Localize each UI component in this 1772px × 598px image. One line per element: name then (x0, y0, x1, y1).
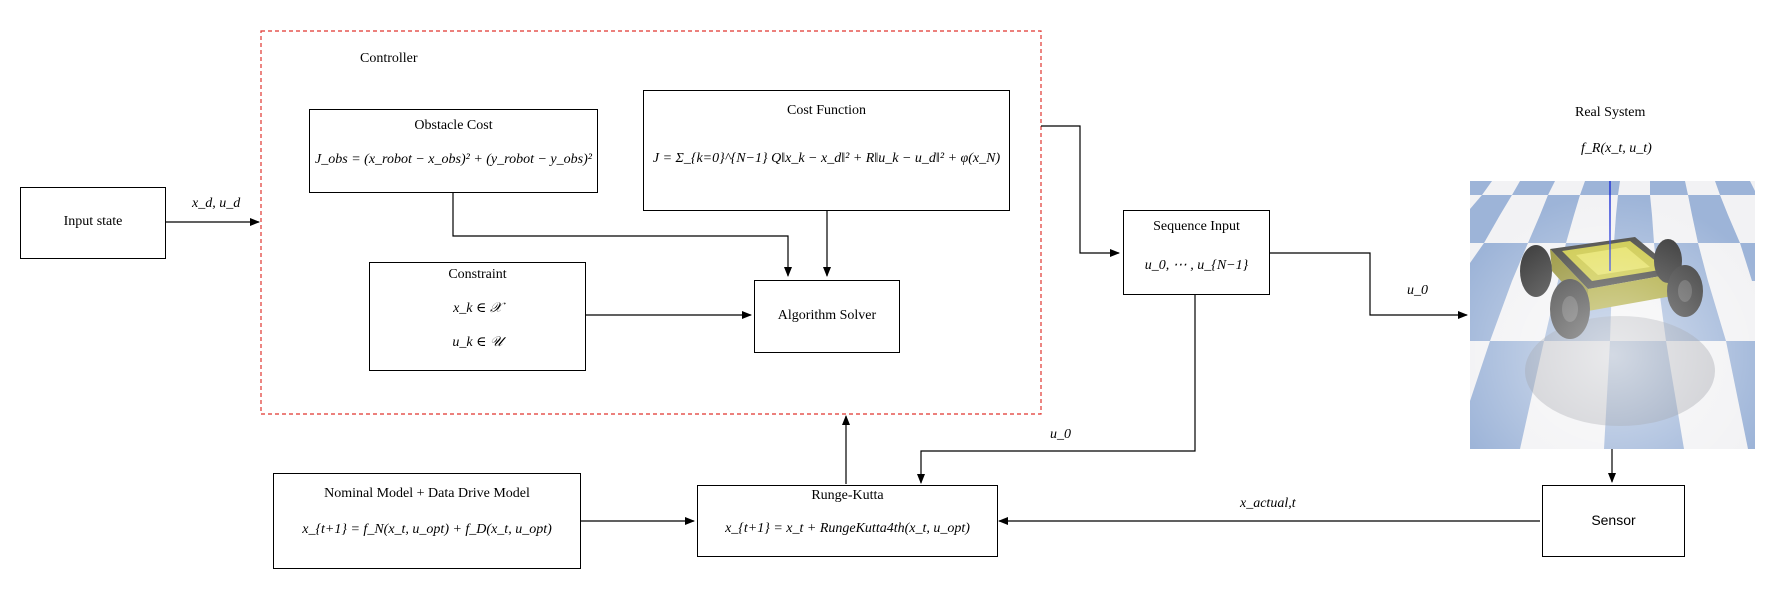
arrow-sequence-to-rk (917, 295, 1196, 484)
input-state-box: Input state (20, 187, 166, 259)
sequence-input-box: Sequence Input u_0, ⋯ , u_{N−1} (1123, 210, 1270, 295)
sensor-box: Sensor (1542, 485, 1685, 557)
real-system-image (1470, 181, 1755, 449)
obstacle-cost-box: Obstacle Cost J_obs = (x_robot − x_obs)²… (309, 109, 598, 193)
sensor-label: Sensor (1591, 512, 1636, 528)
arrow-controller-to-sequence (1041, 125, 1120, 257)
constraint-box: Constraint x_k ∈ 𝒳 u_k ∈ 𝒰 (369, 262, 586, 371)
controller-label: Controller (360, 51, 418, 66)
arrow-obstacle-to-solver (452, 193, 792, 277)
real-system-title: Real System (1575, 105, 1646, 120)
runge-kutta-formula: x_{t+1} = x_t + RungeKutta4th(x_t, u_opt… (725, 521, 970, 536)
nominal-model-box: Nominal Model + Data Drive Model x_{t+1}… (273, 473, 581, 569)
sequence-input-title: Sequence Input (1153, 219, 1240, 234)
algorithm-solver-label: Algorithm Solver (777, 308, 877, 323)
constraint-line-1: x_k ∈ 𝒳 (453, 301, 502, 316)
runge-kutta-box: Runge-Kutta x_{t+1} = x_t + RungeKutta4t… (697, 485, 998, 557)
u0-right-label: u_0 (1407, 283, 1428, 298)
obstacle-cost-formula: J_obs = (x_robot − x_obs)² + (y_robot − … (315, 152, 592, 167)
cost-function-box: Cost Function J = Σ_{k=0}^{N−1} Q‖x_k − … (643, 90, 1010, 211)
algorithm-solver-box: Algorithm Solver (754, 280, 900, 353)
cost-function-formula: J = Σ_{k=0}^{N−1} Q‖x_k − x_d‖² + R‖u_k … (652, 151, 1001, 166)
nominal-model-title: Nominal Model + Data Drive Model (324, 486, 530, 501)
arrow-sequence-to-system (1268, 252, 1468, 319)
cost-function-title: Cost Function (787, 103, 866, 118)
u0-lower-label: u_0 (1050, 427, 1071, 442)
input-state-label: Input state (63, 214, 123, 229)
runge-kutta-title: Runge-Kutta (811, 488, 884, 503)
obstacle-cost-title: Obstacle Cost (414, 118, 493, 133)
real-system-formula: f_R(x_t, u_t) (1581, 141, 1652, 156)
constraint-title: Constraint (448, 267, 507, 282)
sequence-input-formula: u_0, ⋯ , u_{N−1} (1144, 258, 1249, 273)
constraint-line-2: u_k ∈ 𝒰 (452, 335, 503, 350)
nominal-model-formula: x_{t+1} = f_N(x_t, u_opt) + f_D(x_t, u_o… (302, 522, 552, 537)
x-actual-label: x_actual,t (1240, 496, 1296, 511)
input-state-output-label: x_d, u_d (192, 196, 241, 211)
